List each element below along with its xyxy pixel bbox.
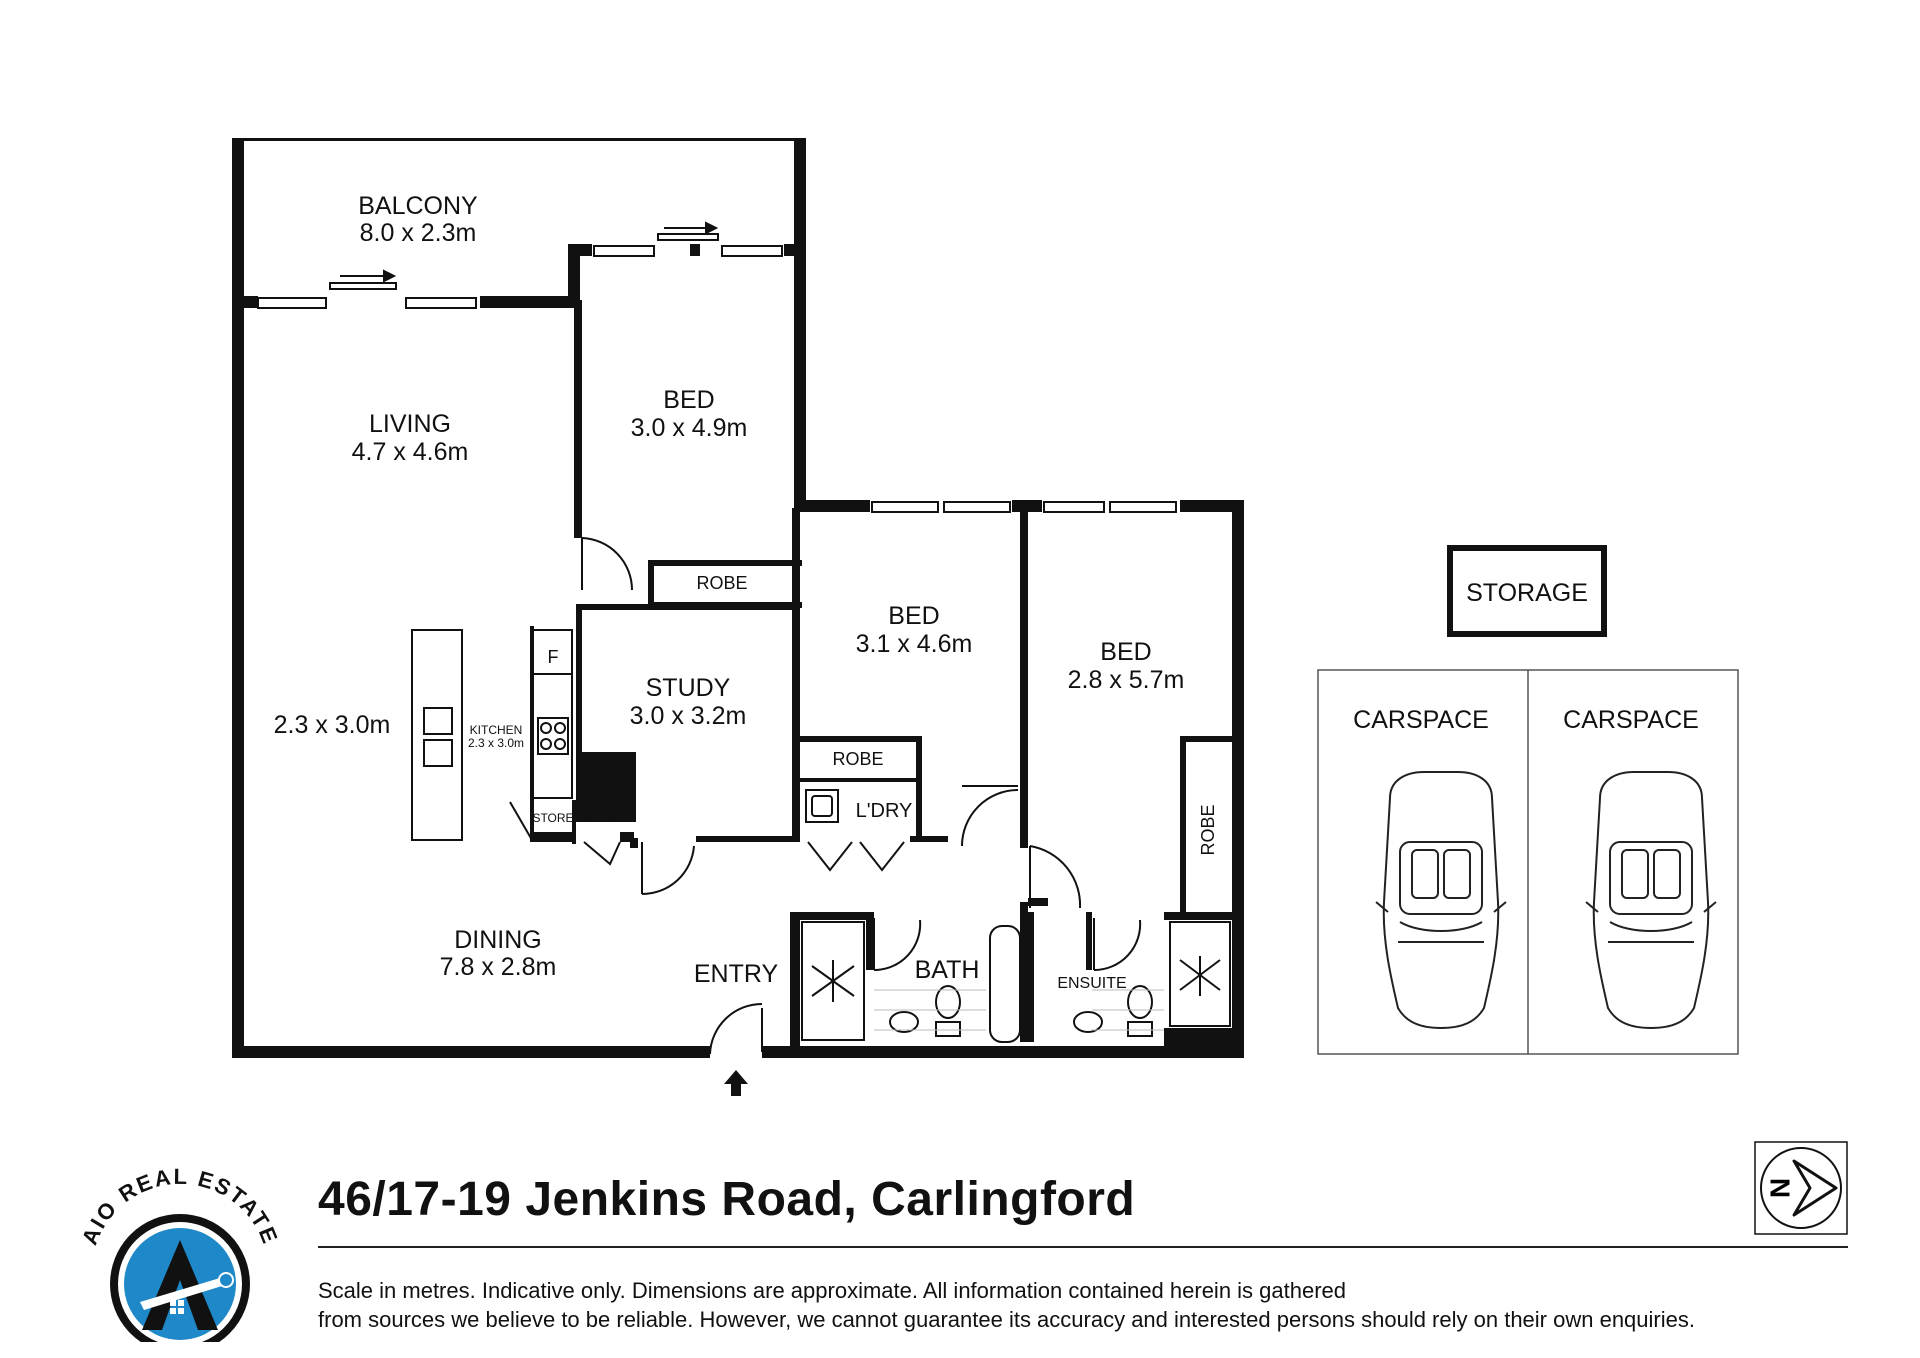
disclaimer-line-2: from sources we believe to be reliable. … (318, 1307, 1695, 1332)
robe3-label: ROBE (1198, 804, 1218, 855)
bed1-name: BED (663, 386, 714, 414)
study-size: 3.0 x 3.2m (630, 702, 747, 730)
bed3-size: 2.8 x 5.7m (1068, 666, 1185, 694)
car-icon (1585, 771, 1717, 1030)
bed2-name: BED (888, 602, 939, 630)
disclaimer-line-1: Scale in metres. Indicative only. Dimens… (318, 1278, 1347, 1303)
carspace-1-label: CARSPACE (1353, 706, 1489, 734)
living-name: LIVING (369, 410, 451, 438)
property-address: 46/17-19 Jenkins Road, Carlingford (318, 1173, 1136, 1226)
storage-box (1447, 545, 1607, 637)
tiled-floor (874, 989, 1164, 1031)
dining-size: 7.8 x 2.8m (440, 953, 557, 981)
north-arrow-icon: N (1754, 1141, 1848, 1235)
balcony-name: BALCONY (358, 192, 478, 220)
bath-label: BATH (915, 956, 980, 984)
doors (509, 537, 1142, 1055)
entry-label: ENTRY (694, 960, 779, 988)
storage-label: STORAGE (1466, 579, 1588, 607)
laundry-label: L'DRY (856, 800, 913, 822)
kitchen-area-size: 2.3 x 3.0m (274, 711, 391, 739)
kitchen-size: 2.3 x 3.0m (468, 736, 524, 750)
kitchen-name: KITCHEN (470, 723, 523, 737)
living-size: 4.7 x 4.6m (352, 438, 469, 466)
robe1-label: ROBE (696, 573, 747, 593)
compass-label: N (1764, 1178, 1795, 1198)
fixtures (411, 629, 1231, 1043)
sliding-door-arrows (340, 221, 719, 283)
footer-divider (318, 1246, 1848, 1248)
entry-arrow-icon (724, 1070, 748, 1096)
robe2-label: ROBE (832, 749, 883, 769)
brand-logo: AIO REAL ESTATE (77, 1164, 281, 1342)
bed1-size: 3.0 x 4.9m (631, 414, 748, 442)
store1-label: STORE (532, 811, 573, 825)
dining-name: DINING (454, 926, 542, 954)
bed2-size: 3.1 x 4.6m (856, 630, 973, 658)
study-name: STUDY (646, 674, 731, 702)
car-icon (1375, 771, 1507, 1030)
carspace-2-label: CARSPACE (1563, 706, 1699, 734)
floor-plan: BALCONY 8.0 x 2.3m LIVING 4.7 x 4.6m 2.3… (232, 138, 1739, 1096)
balcony-size: 8.0 x 2.3m (360, 219, 477, 247)
store2-label: STORE (583, 811, 624, 825)
fridge-label: F (548, 647, 559, 667)
ensuite-label: ENSUITE (1057, 975, 1126, 992)
study-column (578, 752, 634, 796)
windows (233, 233, 1177, 981)
bed3-name: BED (1100, 638, 1151, 666)
